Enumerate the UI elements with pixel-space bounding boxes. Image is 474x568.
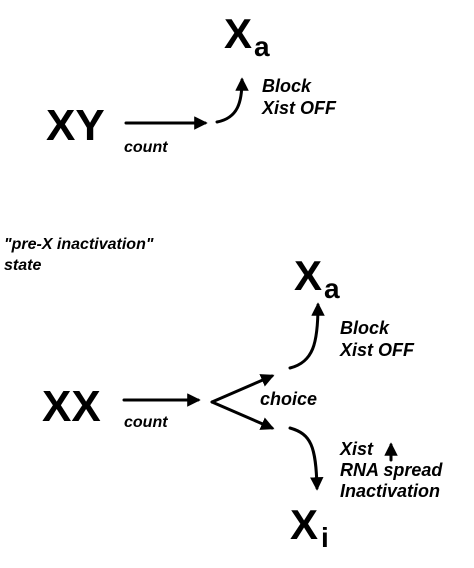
xx-xa-sub: a xyxy=(324,273,340,304)
xx-xi-main: X xyxy=(290,501,318,548)
xx-count-label: count xyxy=(124,414,168,431)
xx-to-xi-arrow xyxy=(288,426,324,491)
rna-spread-label: RNA spread xyxy=(340,460,443,480)
choice-lower-arrow xyxy=(210,400,275,430)
xy-xa-sub: a xyxy=(254,31,270,62)
xy-label: XY xyxy=(46,101,105,150)
xx-to-xa-arrow xyxy=(288,302,325,370)
choice-upper-arrow xyxy=(210,374,275,404)
xx-xist-off-label: Xist OFF xyxy=(339,340,415,360)
xx-label: XX xyxy=(42,382,101,431)
xy-xa-main: X xyxy=(224,10,252,57)
xx-block-label: Block xyxy=(340,318,390,338)
xy-count-label: count xyxy=(124,139,168,156)
choice-label: choice xyxy=(260,389,317,409)
xy-to-xa-arrow xyxy=(215,77,249,124)
state-note: state xyxy=(4,257,41,274)
xy-xist-off-label: Xist OFF xyxy=(261,98,337,118)
xx-xa-main: X xyxy=(294,252,322,299)
inactivation-label: Inactivation xyxy=(340,481,440,501)
xist-label: Xist xyxy=(339,439,374,459)
xx-xi-sub: i xyxy=(321,522,329,553)
pre-x-inactivation-note: "pre-X inactivation" xyxy=(4,236,154,253)
xy-block-label: Block xyxy=(262,76,312,96)
